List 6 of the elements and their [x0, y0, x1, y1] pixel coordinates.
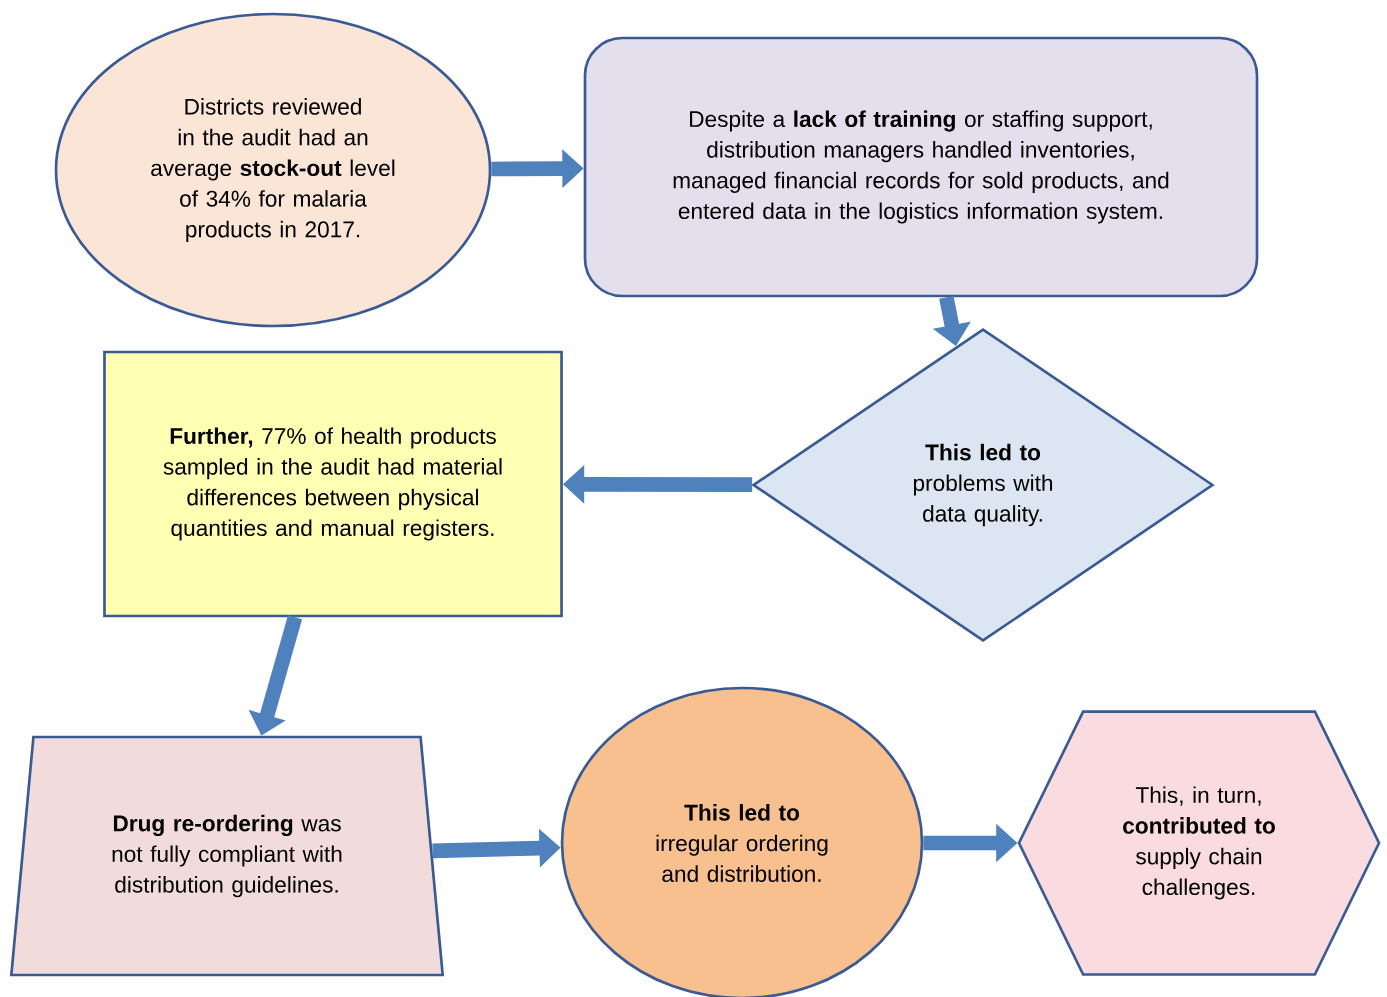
rounded-box: Despite a lack of training or staffing support, distribution managers handled inventories, managed financial records for sold products, and entered data in the logistics information system.	[583, 36, 1259, 298]
trapezoid-box: Drug re-ordering was not fully compliant with distribution guidelines.	[9, 735, 445, 977]
hexagon-box: This, in turn, contributed to supply chain challenges.	[1017, 710, 1381, 976]
circle-box: This led to irregular ordering and distribution.	[560, 686, 924, 997]
process-box: Further, 77% of health products sampled in the audit had material differences between physical quantities and manual registers.	[103, 350, 563, 618]
oval-box: Districts reviewed in the audit had an average stock-out level of 34% for malaria products in 2017.	[54, 12, 492, 328]
